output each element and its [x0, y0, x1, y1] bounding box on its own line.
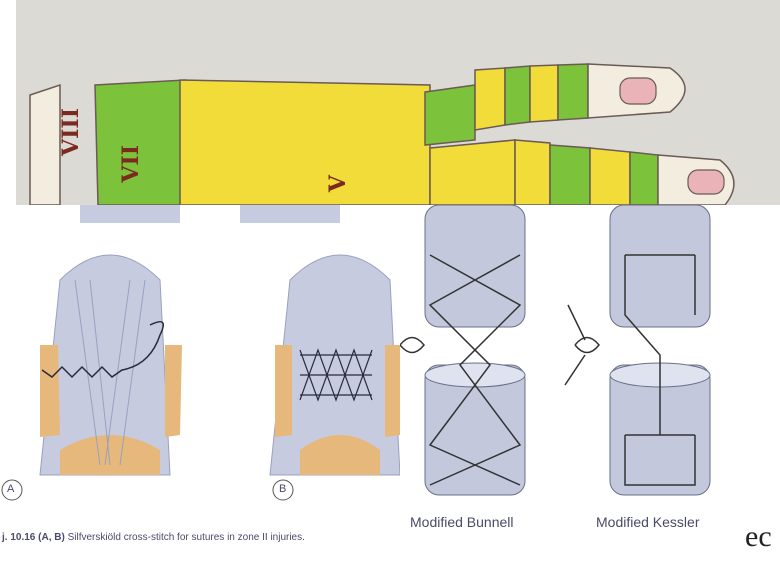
- upper-fingernail: [620, 78, 656, 104]
- caption-bold-part: (A, B): [38, 532, 65, 543]
- tendon-repair-illustration: [400, 205, 758, 505]
- figure-label-a: A: [7, 483, 14, 495]
- zone-vii-region: [95, 80, 185, 205]
- silfverskiold-figure: A B j. 10.16 (A, B) Silfverskiöld cross-…: [0, 205, 400, 550]
- finger-green-zone: [425, 85, 475, 145]
- cross-stitch-illustration: [0, 205, 400, 550]
- zone-label-vii: VII: [118, 145, 144, 183]
- figure-b-tendon: [270, 255, 400, 475]
- tendon-repair-figure: Modified Bunnell Modified Kessler: [400, 205, 758, 550]
- palm-region: [180, 80, 430, 205]
- figure-label-b: B: [279, 483, 286, 495]
- figure-caption: j. 10.16 (A, B) Silfverskiöld cross-stit…: [2, 532, 305, 543]
- modified-bunnell-diagram: [400, 205, 525, 495]
- modified-kessler-diagram: [565, 205, 710, 495]
- figure-a-tendon: [40, 255, 182, 475]
- caption-figure-number: j. 10.16: [2, 532, 35, 543]
- caption-description: Silfverskiöld cross-stitch for sutures i…: [68, 532, 305, 543]
- zone-label-viii: VIII: [58, 108, 84, 156]
- label-modified-bunnell: Modified Bunnell: [410, 514, 514, 530]
- zone-label-v: V: [325, 175, 351, 192]
- label-modified-kessler: Modified Kessler: [596, 514, 700, 530]
- forearm-zone-viii: [30, 85, 60, 205]
- lower-fingernail: [688, 170, 724, 194]
- slide-text-fragment: ec: [745, 520, 772, 554]
